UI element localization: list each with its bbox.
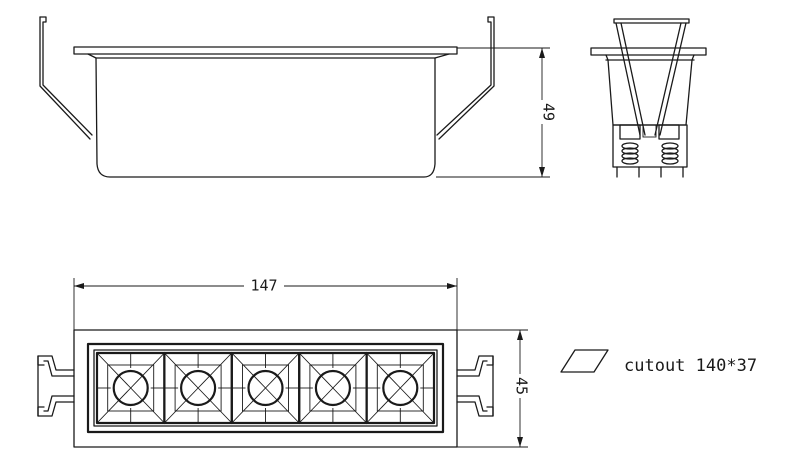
led-cell bbox=[298, 351, 368, 425]
depth-dimension-label: 45 bbox=[513, 377, 531, 395]
height-dimension-label: 49 bbox=[540, 103, 558, 121]
led-lens bbox=[247, 369, 284, 407]
front-view bbox=[39, 16, 495, 178]
led-array bbox=[95, 351, 436, 425]
spring-coil-left bbox=[621, 142, 639, 165]
depth-dimension: 45 bbox=[457, 329, 532, 448]
clip-left-bottom bbox=[37, 355, 75, 417]
height-dimension: 49 bbox=[436, 47, 558, 178]
cutout-symbol bbox=[560, 349, 609, 373]
led-lens bbox=[180, 369, 217, 407]
width-dimension-label: 147 bbox=[250, 277, 277, 295]
led-cell bbox=[230, 351, 301, 425]
side-view bbox=[590, 18, 707, 178]
led-lens bbox=[314, 369, 351, 407]
led-cell bbox=[365, 351, 436, 425]
width-dimension: 147 bbox=[73, 275, 458, 332]
led-cell bbox=[95, 351, 166, 425]
led-lens bbox=[382, 369, 419, 407]
clip-right-bottom bbox=[456, 355, 494, 417]
cutout-note: cutout 140*37 bbox=[560, 349, 757, 376]
led-lens bbox=[112, 369, 149, 407]
bottom-view bbox=[37, 329, 494, 448]
cutout-label: cutout 140*37 bbox=[624, 356, 757, 376]
led-cell bbox=[163, 351, 233, 425]
spring-coil-right bbox=[661, 142, 679, 165]
